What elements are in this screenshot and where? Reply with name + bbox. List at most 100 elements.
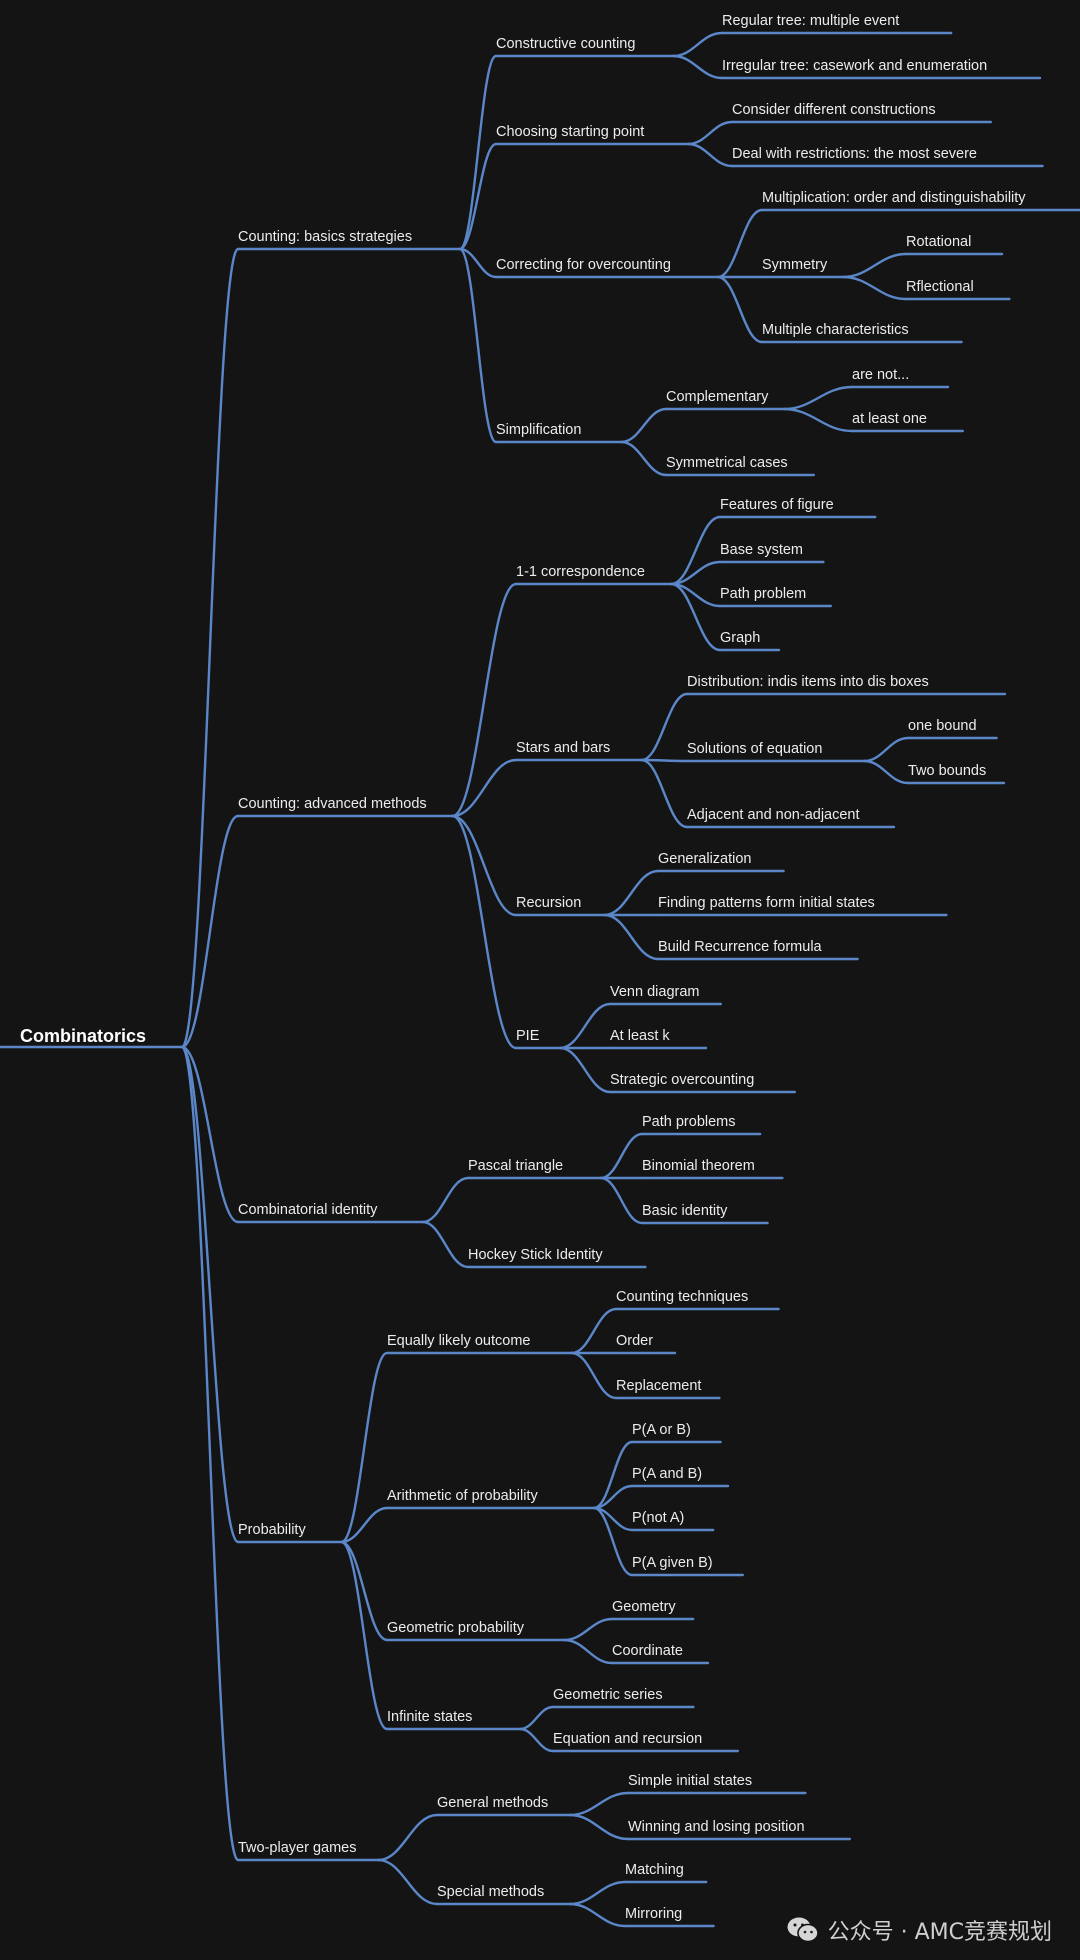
subtopic-label-simple-initial-states: Simple initial states <box>628 1773 752 1789</box>
subtopic-connector <box>568 1791 630 1817</box>
subtopic-label-venn-diagram: Venn diagram <box>610 984 699 1000</box>
subtopic-label-multiplication-order-and-distinguishability: Multiplication: order and distinguishabi… <box>762 190 1026 206</box>
subtopic-connector <box>599 1176 644 1225</box>
subtopic-connector <box>518 1727 555 1753</box>
detail-connector <box>863 736 910 763</box>
subtopic-connector <box>518 1705 555 1731</box>
detail-label-two-bounds: Two bounds <box>908 763 986 779</box>
subtopic-label-order: Order <box>616 1333 653 1349</box>
subtopic-label-deal-with-restrictions-the-most-severe: Deal with restrictions: the most severe <box>732 146 977 162</box>
subtopic-label-path-problem: Path problem <box>720 586 806 602</box>
watermark-text: 公众号 · AMC竞赛规划 <box>827 1920 1052 1945</box>
subtopic-label-path-problems: Path problems <box>642 1114 736 1130</box>
subtopic-label-consider-different-constructions: Consider different constructions <box>732 102 936 118</box>
subtopic-label-adjacent-and-non-adjacent: Adjacent and non-adjacent <box>687 807 860 823</box>
topic-label-recursion: Recursion <box>516 895 581 911</box>
topic-label-correcting-for-overcounting: Correcting for overcounting <box>496 257 671 273</box>
subtopic-label-graph: Graph <box>720 630 760 646</box>
subtopic-connector <box>599 1132 644 1180</box>
subtopic-label-generalization: Generalization <box>658 851 752 867</box>
subtopic-connector <box>716 275 764 344</box>
subtopic-connector <box>603 913 660 961</box>
topic-connector <box>458 142 498 251</box>
subtopic-connector <box>568 1813 630 1841</box>
subtopic-connector <box>640 758 689 763</box>
subtopic-connector <box>570 1307 618 1355</box>
detail-connector <box>783 385 854 411</box>
subtopic-connector <box>620 407 668 444</box>
branch-label-combinatorial-identity: Combinatorial identity <box>238 1202 378 1218</box>
topic-label-pie: PIE <box>516 1028 540 1044</box>
subtopic-connector <box>559 1046 612 1094</box>
subtopic-connector <box>687 142 734 168</box>
topic-connector <box>340 1506 389 1544</box>
subtopic-label-symmetry: Symmetry <box>762 257 828 273</box>
topic-label-general-methods: General methods <box>437 1795 548 1811</box>
subtopic-connector <box>563 1617 614 1642</box>
subtopic-label-features-of-figure: Features of figure <box>720 497 834 513</box>
subtopic-connector <box>716 208 764 279</box>
subtopic-label-regular-tree-multiple-event: Regular tree: multiple event <box>722 13 899 29</box>
subtopic-label-geometric-series: Geometric series <box>553 1687 663 1703</box>
detail-label-one-bound: one bound <box>908 718 977 734</box>
topic-label-equally-likely-outcome: Equally likely outcome <box>387 1333 530 1349</box>
subtopic-label-symmetrical-cases: Symmetrical cases <box>666 455 788 471</box>
subtopic-label-multiple-characteristics: Multiple characteristics <box>762 322 909 338</box>
subtopic-label-geometry: Geometry <box>612 1599 676 1615</box>
subtopic-label-p-a-or-b: P(A or B) <box>632 1422 691 1438</box>
subtopic-connector <box>620 440 668 477</box>
branch-connector <box>180 814 240 1049</box>
subtopic-label-build-recurrence-formula: Build Recurrence formula <box>658 939 823 955</box>
subtopic-label-at-least-k: At least k <box>610 1028 670 1044</box>
detail-label-are-not: are not... <box>852 367 909 383</box>
subtopic-label-p-not-a: P(not A) <box>632 1510 684 1526</box>
subtopic-label-strategic-overcounting: Strategic overcounting <box>610 1072 754 1088</box>
subtopic-connector <box>570 1351 618 1400</box>
subtopic-connector <box>670 582 722 652</box>
subtopic-label-coordinate: Coordinate <box>612 1643 683 1659</box>
topic-label-choosing-starting-point: Choosing starting point <box>496 124 644 140</box>
topic-label-constructive-counting: Constructive counting <box>496 36 635 52</box>
subtopic-label-p-a-given-b: P(A given B) <box>632 1555 713 1571</box>
topic-label-geometric-probability: Geometric probability <box>387 1620 525 1636</box>
subtopic-connector <box>568 1880 627 1906</box>
wechat-logo-icon <box>787 1917 819 1943</box>
topic-connector <box>458 247 498 279</box>
topic-connector <box>451 582 518 818</box>
topic-connector <box>377 1813 439 1862</box>
subtopic-label-basic-identity: Basic identity <box>642 1203 728 1219</box>
subtopic-label-counting-techniques: Counting techniques <box>616 1289 748 1305</box>
subtopic-label-distribution-indis-items-into-dis-boxes: Distribution: indis items into dis boxes <box>687 674 929 690</box>
subtopic-connector <box>640 692 689 762</box>
subtopic-connector <box>592 1506 634 1577</box>
topic-label-1-1-correspondence: 1-1 correspondence <box>516 564 645 580</box>
subtopic-connector <box>603 869 660 917</box>
detail-label-at-least-one: at least one <box>852 411 927 427</box>
subtopic-label-equation-and-recursion: Equation and recursion <box>553 1731 702 1747</box>
root-node-label: Combinatorics <box>20 1026 146 1046</box>
topic-connector <box>340 1540 389 1642</box>
branch-connector <box>180 1045 240 1862</box>
topic-connector <box>377 1858 439 1906</box>
topic-connector <box>458 247 498 444</box>
subtopic-label-irregular-tree-casework-and-enumeration: Irregular tree: casework and enumeration <box>722 58 987 74</box>
detail-connector <box>842 252 908 279</box>
topic-connector <box>421 1176 470 1224</box>
topic-connector <box>340 1540 389 1731</box>
branch-label-probability: Probability <box>238 1522 306 1538</box>
subtopic-label-complementary: Complementary <box>666 389 769 405</box>
detail-connector <box>783 407 854 433</box>
topic-connector <box>421 1220 470 1269</box>
topic-label-hockey-stick-identity: Hockey Stick Identity <box>468 1247 603 1263</box>
subtopic-label-replacement: Replacement <box>616 1378 701 1394</box>
subtopic-label-solutions-of-equation: Solutions of equation <box>687 741 822 757</box>
watermark: 公众号 · AMC竞赛规划 <box>786 1914 1052 1946</box>
subtopic-label-mirroring: Mirroring <box>625 1906 682 1922</box>
topic-connector <box>458 54 498 251</box>
subtopic-connector <box>672 31 724 58</box>
topic-label-simplification: Simplification <box>496 422 581 438</box>
subtopic-label-binomial-theorem: Binomial theorem <box>642 1158 755 1174</box>
branch-connector <box>180 247 240 1049</box>
subtopic-label-finding-patterns-form-initial-states: Finding patterns form initial states <box>658 895 875 911</box>
